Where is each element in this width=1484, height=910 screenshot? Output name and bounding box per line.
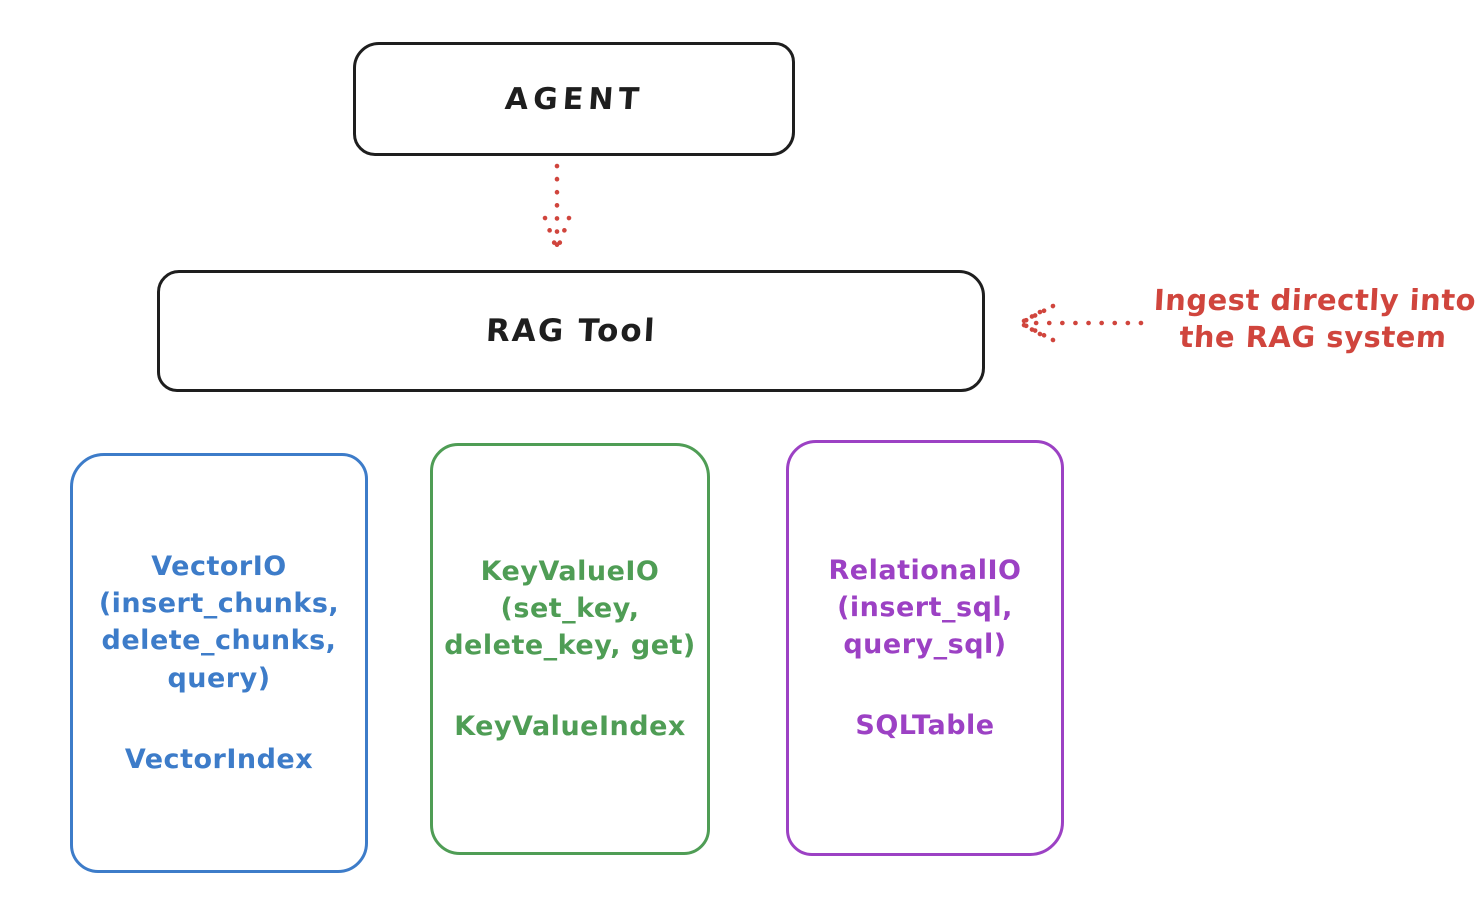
keyvalue-io-title: KeyValueIO xyxy=(480,555,660,587)
vector-index-label: VectorIndex xyxy=(124,743,314,775)
down-dotted-arrow-icon xyxy=(542,163,572,253)
vector-io-title: VectorIO xyxy=(151,550,287,582)
ingest-annotation-line2: the RAG system xyxy=(1178,320,1448,355)
keyvalue-io-box: KeyValueIO (set_key, delete_key, get) Ke… xyxy=(430,443,710,855)
agent-label: AGENT xyxy=(503,81,645,117)
agent-box: AGENT xyxy=(353,42,795,156)
relational-io-title: RelationalIO xyxy=(828,554,1022,586)
rag-tool-label: RAG Tool xyxy=(484,313,658,349)
relational-io-methods-line1: (insert_sql, xyxy=(837,591,1013,623)
keyvalue-index-label: KeyValueIndex xyxy=(454,711,686,743)
keyvalue-io-methods-line2: delete_key, get) xyxy=(444,630,696,661)
left-dotted-arrow-icon xyxy=(1018,303,1144,343)
vector-io-methods-line2: delete_chunks, xyxy=(101,625,337,657)
relational-io-methods-line2: query_sql) xyxy=(843,629,1007,660)
vector-io-box: VectorIO (insert_chunks, delete_chunks, … xyxy=(70,453,368,873)
relational-io-box: RelationalIO (insert_sql, query_sql) SQL… xyxy=(786,440,1064,856)
sql-table-label: SQLTable xyxy=(855,710,995,742)
vector-io-methods-line3: query) xyxy=(167,662,271,694)
keyvalue-io-methods-line1: (set_key, xyxy=(500,592,640,624)
vector-io-methods-line1: (insert_chunks, xyxy=(98,588,340,620)
ingest-annotation: Ingest directly into the RAG system xyxy=(1146,282,1482,356)
rag-tool-box: RAG Tool xyxy=(157,270,985,392)
ingest-annotation-line1: Ingest directly into xyxy=(1153,283,1477,317)
